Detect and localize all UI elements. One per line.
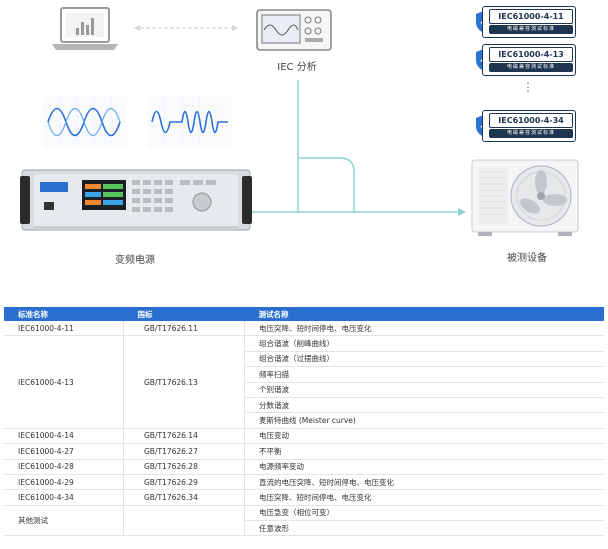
- test-setup-diagram: IEC 分析 变频电源 被测设备 ⋮ IEC61000-4-11 电磁兼容测试标…: [20, 6, 579, 266]
- cell-standard: IEC61000-4-14: [4, 428, 124, 445]
- cell-standard: IEC61000-4-27: [4, 443, 124, 460]
- diagram-canvas: [20, 7, 579, 236]
- iec-analysis-label: IEC 分析: [277, 62, 317, 73]
- header-standard-name: 标准名称: [4, 307, 124, 321]
- cell-gb: GB/T17626.14: [123, 428, 245, 445]
- cell-test: 组合谐波（削峰曲线）: [244, 335, 604, 352]
- cell-test: 电压突降、短时间停电、电压变化: [244, 489, 604, 506]
- cell-test: 组合谐波（过摆曲线）: [244, 351, 604, 368]
- cell-test: 分数谐波: [244, 397, 604, 414]
- badge-plate: IEC61000-4-11 电磁兼容测试标准: [482, 6, 576, 38]
- cell-standard: IEC61000-4-28: [4, 459, 124, 475]
- table-row: IEC61000-4-11 GB/T17626.11 电压突降、短时间停电、电压…: [4, 321, 604, 337]
- cell-test: 不平衡: [244, 443, 604, 460]
- power-source-label: 变频电源: [115, 255, 155, 266]
- table-row: IEC61000-4-14 GB/T17626.14 电压变动: [4, 428, 604, 445]
- badge-code: IEC61000-4-11: [489, 9, 573, 24]
- cell-standard: 其他测试: [4, 505, 124, 537]
- table-row: 其他测试 电压急变（相位可变）: [4, 505, 604, 537]
- badge-plate: IEC61000-4-13 电磁兼容测试标准: [482, 44, 576, 76]
- badge-subtitle: 电磁兼容测试标准: [489, 25, 573, 34]
- cell-standard: IEC61000-4-34: [4, 489, 124, 506]
- table-row: 分数谐波: [4, 397, 604, 414]
- table-row: IEC61000-4-29 GB/T17626.29 直流的电压突降、短时间停电…: [4, 474, 604, 491]
- table-row: 个别谐波: [4, 382, 604, 398]
- power-source-icon: [20, 169, 252, 231]
- more-standards-dots: ⋮: [522, 80, 534, 94]
- table-row: IEC61000-4-34 GB/T17626.34 电压突降、短时间停电、电压…: [4, 489, 604, 506]
- cell-gb: GB/T17626.11: [123, 321, 245, 337]
- cell-test: 电压急变（相位可变）: [244, 505, 604, 522]
- table-row: IEC61000-4-13 GB/T17626.13 组合谐波（削峰曲线）: [4, 335, 604, 429]
- cell-standard: IEC61000-4-11: [4, 321, 124, 337]
- cell-standard: IEC61000-4-29: [4, 474, 124, 491]
- badge-subtitle: 电磁兼容测试标准: [489, 129, 573, 138]
- cell-test: 直流的电压突降、短时间停电、电压变化: [244, 474, 604, 491]
- table-row: 麦斯特曲线 (Meister curve): [4, 412, 604, 429]
- badge-plate: IEC61000-4-34 电磁兼容测试标准: [482, 110, 576, 142]
- cell-gb: GB/T17626.13: [123, 335, 245, 429]
- standard-badge: IEC61000-4-34 电磁兼容测试标准: [470, 110, 578, 144]
- cell-test: 任意波形: [244, 520, 604, 537]
- standard-badge: IEC61000-4-13 电磁兼容测试标准: [470, 44, 578, 78]
- sine-wave-panel: [43, 96, 127, 148]
- cell-test: 电压变动: [244, 428, 604, 445]
- cell-gb: GB/T17626.34: [123, 489, 245, 506]
- table-row: IEC61000-4-27 GB/T17626.27 不平衡: [4, 443, 604, 460]
- cell-gb: GB/T17626.28: [123, 459, 245, 475]
- header-national-standard: 国标: [123, 307, 245, 321]
- laptop-icon: [52, 7, 118, 50]
- badge-subtitle: 电磁兼容测试标准: [489, 63, 573, 72]
- cell-gb: GB/T17626.29: [123, 474, 245, 491]
- header-test-name: 测试名称: [244, 307, 604, 321]
- cell-test: 电压突降、短时间停电、电压变化: [244, 321, 604, 337]
- standard-badge: IEC61000-4-11 电磁兼容测试标准: [470, 6, 578, 40]
- badge-code: IEC61000-4-13: [489, 47, 573, 62]
- badge-code: IEC61000-4-34: [489, 113, 573, 128]
- burst-wave-panel: [148, 96, 232, 148]
- cell-gb: GB/T17626.27: [123, 443, 245, 460]
- standards-table: 标准名称 国标 测试名称 IEC61000-4-11 GB/T17626.11 …: [4, 307, 604, 537]
- oscilloscope-icon: [256, 9, 332, 51]
- table-row: 组合谐波（过摆曲线）: [4, 351, 604, 368]
- cell-test: 电源频率变动: [244, 459, 604, 475]
- cell-test: 个别谐波: [244, 382, 604, 398]
- table-header-row: 标准名称 国标 测试名称: [4, 307, 604, 321]
- device-under-test-label: 被测设备: [507, 253, 547, 264]
- table-row: 频率扫描: [4, 366, 604, 383]
- cell-standard: IEC61000-4-13: [4, 335, 124, 429]
- cell-test: 频率扫描: [244, 366, 604, 383]
- table-row: IEC61000-4-28 GB/T17626.28 电源频率变动: [4, 459, 604, 475]
- cell-gb: [123, 505, 245, 537]
- cell-test: 麦斯特曲线 (Meister curve): [244, 412, 604, 429]
- air-conditioner-icon: [471, 159, 579, 236]
- connection-lines: [134, 25, 466, 216]
- table-row: 任意波形: [4, 520, 604, 537]
